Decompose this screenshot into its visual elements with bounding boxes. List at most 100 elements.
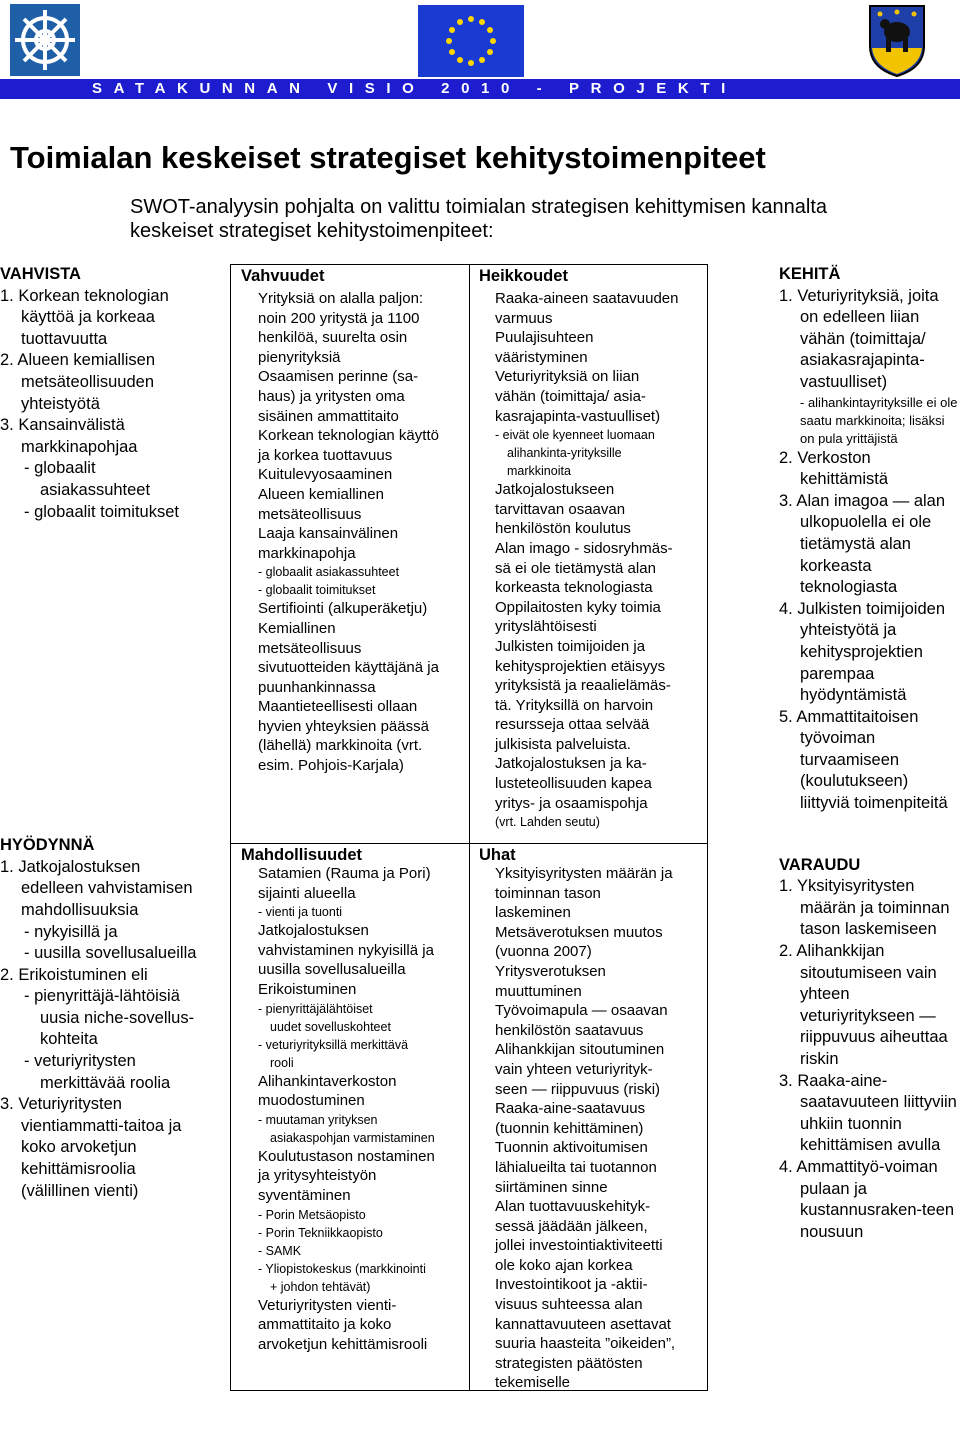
hyodynna-subitem: - uusilla sovellusalueilla — [24, 944, 197, 963]
weaknesses-line: Raaka-aineen saatavuuden — [495, 290, 679, 307]
varaudu-item: 2. Alihankkijan sitoutumiseen vain yhtee… — [779, 942, 948, 1068]
strengths-line: haus) ja yritysten oma — [258, 387, 405, 405]
kehita-item: 4. Julkisten toimijoiden yhteistyötä ja … — [779, 599, 945, 705]
strengths-line: Maantieteellisesti ollaan — [258, 698, 418, 716]
weaknesses-line: kasrajapinta-vastuulliset) — [495, 407, 661, 425]
threats-line: Yksityisyritysten määrän ja — [495, 865, 673, 882]
threats-line: Metsäverotuksen muutos — [495, 923, 663, 941]
weaknesses-line: Julkisten toimijoiden ja — [495, 637, 646, 655]
opportunities-line: Jatkojalostuksen — [258, 922, 369, 940]
varaudu-item: 4. Ammattityö-voiman pulaan ja kustannus… — [779, 1157, 955, 1241]
banner-text: SATAKUNNAN VISIO 2010 - PROJEKTI — [92, 80, 737, 97]
weaknesses-line: yrityksistä ja reaalielämäs- — [495, 677, 671, 695]
opportunities-line: - muutaman yrityksen — [258, 1112, 378, 1127]
strengths-line: Yrityksiä on alalla paljon: — [258, 290, 424, 307]
swot-horizontal-divider — [231, 843, 707, 844]
weaknesses-line: julkisista palveluista. — [495, 735, 631, 753]
threats-line: laskeminen — [495, 904, 571, 922]
opportunities-line: asiakaspohjan varmistaminen — [270, 1130, 435, 1145]
threats-line: toiminnan tason — [495, 884, 601, 902]
threats-line: tekemiselle — [495, 1374, 571, 1392]
opportunities-line: syventäminen — [258, 1186, 351, 1204]
weaknesses-line: resursseja ottaa selvää — [495, 716, 650, 734]
strengths-line: Kuitulevyosaaminen — [258, 466, 393, 484]
weaknesses-line: yrityslähtöisesti — [495, 618, 597, 636]
weaknesses-line: - eivät ole kyenneet luomaan — [495, 428, 655, 443]
strengths-line: - globaalit toimitukset — [258, 583, 376, 598]
weaknesses-line: yritys- ja osaamispohja — [495, 794, 648, 812]
weaknesses-line: Alan imago - sidosryhmäs- — [495, 539, 673, 557]
varaudu-item: 3. Raaka-aine-saatavuuteen liittyviin uh… — [779, 1071, 957, 1155]
weaknesses-line: sä ei ole tietämystä alan — [495, 559, 656, 577]
vahvista-heading: VAHVISTA — [0, 265, 81, 283]
opportunities-line: - Porin Tekniikkaopisto — [258, 1225, 383, 1240]
opportunities-line: muodostuminen — [258, 1092, 365, 1110]
strengths-line: ja korkea tuottavuus — [258, 446, 393, 464]
opportunities-line: - Yliopistokeskus (markkinointi — [258, 1261, 426, 1276]
threats-line: jollei investointiaktiviteetti — [495, 1237, 663, 1255]
hyodynna-item: 2. Erikoistuminen eli — [0, 965, 148, 984]
opportunities-line: Veturiyritysten vienti- — [258, 1296, 397, 1314]
threats-line: Tuonnin aktivoitumisen — [495, 1139, 648, 1157]
opportunities-line: - vienti ja tuonti — [258, 905, 343, 920]
weaknesses-line: Puulajisuhteen — [495, 329, 594, 347]
satakunta-wheel-logo — [10, 4, 80, 76]
varaudu-heading: VARAUDU — [779, 855, 861, 874]
opportunities-line: Satamien (Rauma ja Pori) — [258, 865, 431, 882]
opportunities-line: arvoketjun kehittämisrooli — [258, 1335, 428, 1353]
opportunities-line: - SAMK — [258, 1243, 302, 1258]
threats-line: siirtäminen sinne — [495, 1178, 608, 1196]
threats-line: suuria haasteita ”oikeiden”, — [495, 1335, 676, 1353]
strengths-line: Laaja kansainvälinen — [258, 525, 399, 543]
threats-line: visuus suhteessa alan — [495, 1296, 643, 1314]
hyodynna-item: 3. Veturiyritysten vientiammatti-taitoa … — [0, 1095, 182, 1200]
kehita-heading: KEHITÄ — [779, 265, 841, 283]
strengths-line: Alueen kemiallinen — [258, 485, 384, 503]
strengths-line: puunhankinnassa — [258, 678, 376, 696]
vahvista-item: 1. Korkean teknologian käyttöä ja korkea… — [0, 286, 169, 348]
opportunities-cell: Satamien (Rauma ja Pori) sijainti alueell… — [258, 864, 468, 1354]
kehita-item: 2. Verkoston kehittämistä — [779, 448, 889, 489]
weaknesses-line: varmuus — [495, 309, 553, 327]
vahvista-subitem: - globaalit toimitukset — [24, 502, 179, 521]
strengths-line: metsäteollisuus — [258, 639, 362, 657]
threats-line: Investointikoot ja -aktii- — [495, 1276, 648, 1294]
threats-cell: Yksityisyritysten määrän ja toiminnan tas… — [495, 864, 707, 1393]
weaknesses-line: Jatkojalostukseen — [495, 481, 615, 499]
threats-line: ole koko ajan korkea — [495, 1256, 633, 1274]
threats-line: vain yhteen veturiyrityk- — [495, 1060, 653, 1078]
threats-line: (tuonnin kehittäminen) — [495, 1119, 644, 1137]
weaknesses-line: (vrt. Lahden seutu) — [495, 815, 600, 830]
strengths-line: metsäteollisuus — [258, 505, 362, 523]
threats-line: Työvoimapula — osaavan — [495, 1002, 668, 1020]
opportunities-line: Alihankintaverkoston — [258, 1072, 397, 1090]
project-banner: SATAKUNNAN VISIO 2010 - PROJEKTI — [0, 79, 960, 99]
opportunities-line: sijainti alueella — [258, 884, 356, 902]
strengths-heading: Vahvuudet — [241, 267, 325, 285]
coat-of-arms-icon — [869, 5, 925, 78]
weaknesses-line: tarvittavan osaavan — [495, 500, 626, 518]
hyodynna-subitem: - nykyisillä ja — [24, 922, 118, 941]
opportunities-line: + johdon tehtävät) — [270, 1279, 371, 1294]
weaknesses-line: vääristyminen — [495, 348, 588, 366]
threats-line: seen — riippuvuus (riski) — [495, 1080, 661, 1098]
strengths-line: - globaalit asiakassuhteet — [258, 565, 400, 580]
strengths-line: Kemiallinen — [258, 619, 336, 637]
threats-line: henkilöstön saatavuus — [495, 1021, 644, 1039]
weaknesses-heading: Heikkoudet — [479, 267, 568, 285]
kehita-item: 5. Ammattitaitoisen työvoiman turvaamise… — [779, 707, 948, 813]
strengths-line: noin 200 yritystä ja 1100 — [258, 309, 420, 327]
strengths-line: markkinapohja — [258, 544, 356, 562]
swot-vertical-divider — [469, 265, 470, 1390]
opportunities-heading: Mahdollisuudet — [241, 846, 362, 864]
threats-line: kannattavuuteen asettavat — [495, 1315, 671, 1333]
opportunities-line: Koulutustason nostaminen — [258, 1147, 435, 1165]
weaknesses-line: markkinoita — [507, 464, 571, 479]
hyodynna-subitem: - pienyrittäjä-lähtöisiä uusia niche-sov… — [24, 987, 195, 1049]
hyodynna-item: 1. Jatkojalostuksen edelleen vahvistamis… — [0, 857, 193, 919]
opportunities-line: rooli — [270, 1055, 294, 1070]
weaknesses-line: lusteteollisuuden kapea — [495, 775, 652, 793]
threats-line: Yritysverotuksen — [495, 962, 606, 980]
left-column: VAHVISTA 1. Korkean teknologian käyttöä … — [0, 264, 200, 1202]
threats-line: lähialueilta tai tuotannon — [495, 1158, 657, 1176]
